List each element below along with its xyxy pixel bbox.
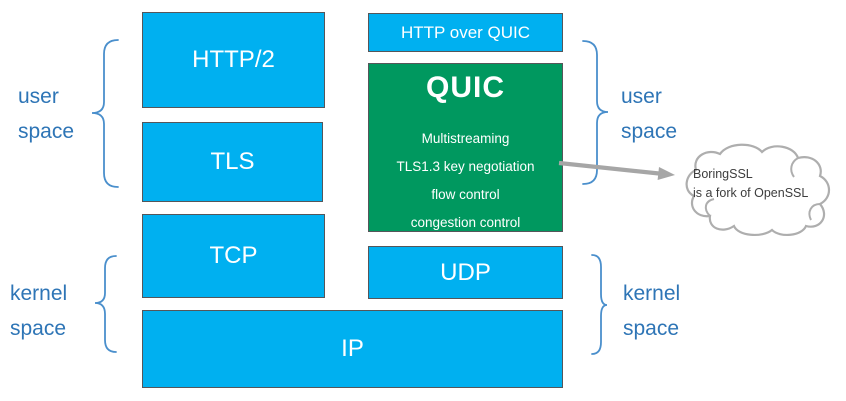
quic-to-cloud-arrow-head-icon xyxy=(657,167,675,180)
quic-feature-multistreaming: Multistreaming xyxy=(421,131,510,146)
http-over-quic-box: HTTP over QUIC xyxy=(368,13,563,52)
kernel-space-label-left-line2: space xyxy=(10,317,67,340)
quic-feature-flow-control: flow control xyxy=(431,187,500,202)
ip-label: IP xyxy=(341,335,364,362)
cloud-note-line2: is a fork of OpenSSL xyxy=(693,186,809,200)
tls-label: TLS xyxy=(210,148,255,175)
tls-box: TLS xyxy=(142,122,323,202)
kernel-space-label-left: kernel space xyxy=(10,276,67,346)
user-space-label-right: user space xyxy=(621,79,677,149)
user-space-label-right-line1: user xyxy=(621,85,662,108)
user-space-label-left: user space xyxy=(18,79,74,149)
tcp-label: TCP xyxy=(209,242,258,269)
kernel-space-label-left-line1: kernel xyxy=(10,282,68,305)
user-space-label-left-line1: user xyxy=(18,85,59,108)
user-space-brace-left-icon xyxy=(91,39,119,188)
http2-label: HTTP/2 xyxy=(192,46,275,73)
kernel-space-label-right-line2: space xyxy=(623,317,680,340)
cloud-note: BoringSSL is a fork of OpenSSL xyxy=(693,165,808,203)
cloud-note-line1: BoringSSL xyxy=(693,167,753,181)
udp-box: UDP xyxy=(368,246,563,299)
quic-feature-congestion-control: congestion control xyxy=(410,215,521,230)
kernel-space-label-right: kernel space xyxy=(623,276,680,346)
tcp-box: TCP xyxy=(142,214,325,298)
quic-feature-list: Multistreaming TLS1.3 key negotiation fl… xyxy=(369,125,562,237)
kernel-space-brace-right-icon xyxy=(591,254,608,355)
kernel-space-label-right-line1: kernel xyxy=(623,282,681,305)
kernel-space-brace-left-icon xyxy=(94,255,117,353)
http-over-quic-label: HTTP over QUIC xyxy=(400,22,531,42)
quic-title: QUIC xyxy=(426,71,505,104)
udp-label: UDP xyxy=(440,258,491,286)
ip-box: IP xyxy=(142,310,563,388)
quic-feature-tls13: TLS1.3 key negotiation xyxy=(396,159,535,174)
cloud-inner-curl-right-icon xyxy=(808,203,821,221)
quic-box: QUIC Multistreaming TLS1.3 key negotiati… xyxy=(368,63,563,232)
user-space-label-left-line2: space xyxy=(18,120,75,143)
http2-box: HTTP/2 xyxy=(142,12,325,108)
quic-to-cloud-arrow-line xyxy=(558,160,660,176)
user-space-label-right-line2: space xyxy=(621,120,678,143)
user-space-brace-right-icon xyxy=(582,40,609,185)
